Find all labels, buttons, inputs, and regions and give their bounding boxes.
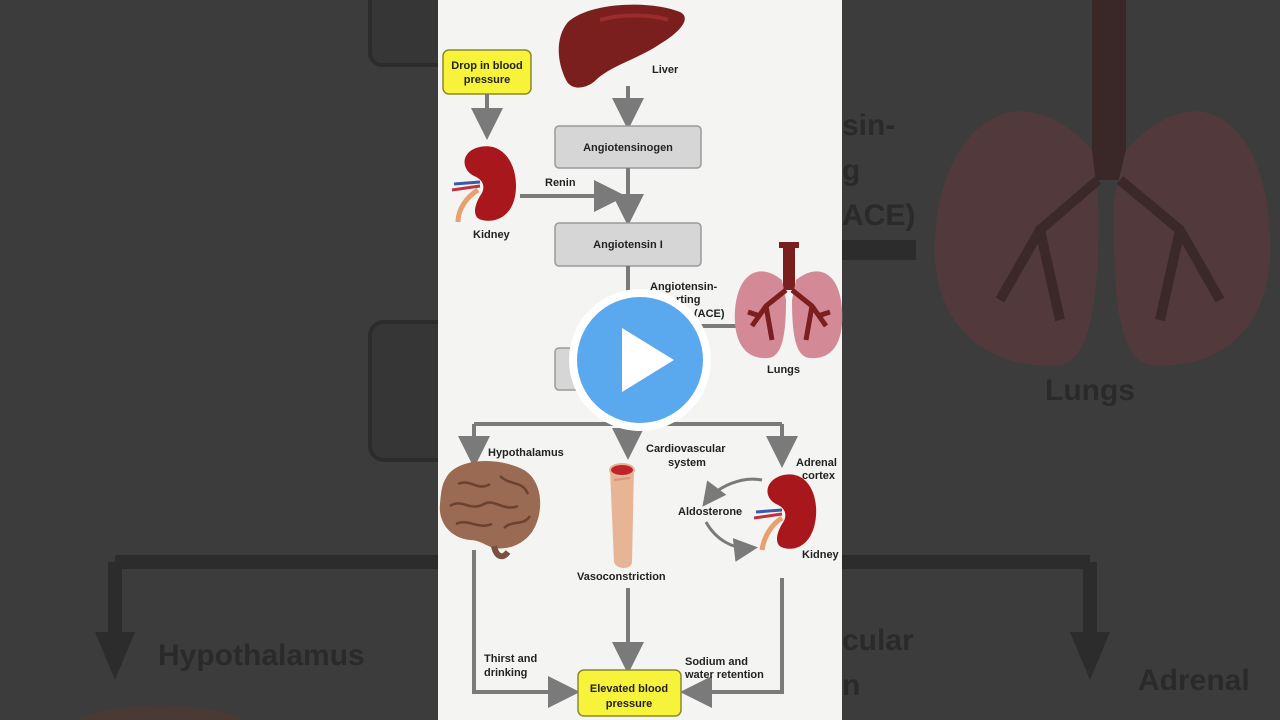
vasoconstriction-label: Vasoconstriction <box>577 571 666 583</box>
sodium-label-line2: water retention <box>684 669 764 681</box>
svg-text:Angiotensinogen: Angiotensinogen <box>583 142 673 154</box>
svg-text:Angiotensin I: Angiotensin I <box>593 239 663 251</box>
aldosterone-label: Aldosterone <box>678 506 742 518</box>
drop-in-blood-pressure-box: Drop in blood pressure <box>442 49 532 95</box>
cardiovascular-label-line1: Cardiovascular <box>646 443 726 455</box>
arrow-thirst-to-elevated <box>472 550 580 708</box>
kidney-icon <box>451 146 516 223</box>
kidney2-label: Kidney <box>802 549 840 561</box>
renin-label: Renin <box>545 177 576 189</box>
adrenal-label-line2: cortex <box>802 470 836 482</box>
kidney-icon-2 <box>753 474 817 551</box>
lungs-label: Lungs <box>767 364 800 376</box>
background-left: Hypothalamus <box>0 0 462 720</box>
ace-label-line1: Angiotensin- <box>650 281 718 293</box>
aldosterone-arrow-top <box>702 477 763 507</box>
bg-lungs-label: Lungs <box>1045 374 1135 407</box>
bg-cv-fragment-2: n <box>842 669 860 702</box>
play-icon <box>622 328 674 392</box>
liver-icon <box>558 4 685 88</box>
blood-vessel-icon <box>609 463 635 568</box>
svg-text:pressure: pressure <box>606 698 652 710</box>
bg-ace-fragment-3: ACE) <box>842 199 915 232</box>
thirst-label-line2: drinking <box>484 667 527 679</box>
angiotensinogen-box: Angiotensinogen <box>554 125 702 169</box>
bg-lungs-illustration <box>934 0 1271 366</box>
sodium-label-line1: Sodium and <box>685 656 748 668</box>
angiotensin-i-box: Angiotensin I <box>554 222 702 267</box>
liver-label: Liver <box>652 64 679 76</box>
ace-label-line3: (ACE) <box>694 308 725 320</box>
kidney-label: Kidney <box>473 229 511 241</box>
cardiovascular-label-line2: system <box>668 457 706 469</box>
brain-icon <box>439 460 541 560</box>
bg-ace-fragment-2: g <box>842 154 860 187</box>
lungs-icon <box>734 242 843 359</box>
hypothalamus-label: Hypothalamus <box>488 447 564 459</box>
svg-text:Elevated blood: Elevated blood <box>590 683 668 695</box>
diagram-panel: Drop in blood pressure Liver Angiotensin… <box>438 0 843 720</box>
thirst-label-line1: Thirst and <box>484 653 537 665</box>
svg-text:pressure: pressure <box>464 74 510 86</box>
bg-adrenal-fragment: Adrenal <box>1138 664 1250 697</box>
aldosterone-arrow-bottom <box>704 521 758 562</box>
bg-cv-fragment-1: cular <box>842 624 914 657</box>
background-right: sin- g ACE) Lungs cular n Adrenal <box>842 0 1280 720</box>
bg-hypothalamus-label: Hypothalamus <box>158 639 365 672</box>
bg-ace-fragment-1: sin- <box>842 109 895 142</box>
adrenal-label-line1: Adrenal <box>796 457 837 469</box>
svg-text:Drop in blood: Drop in blood <box>451 60 522 72</box>
play-button[interactable] <box>569 289 711 431</box>
elevated-blood-pressure-box: Elevated blood pressure <box>577 669 682 717</box>
arrow-sodium-to-elevated <box>680 578 784 708</box>
